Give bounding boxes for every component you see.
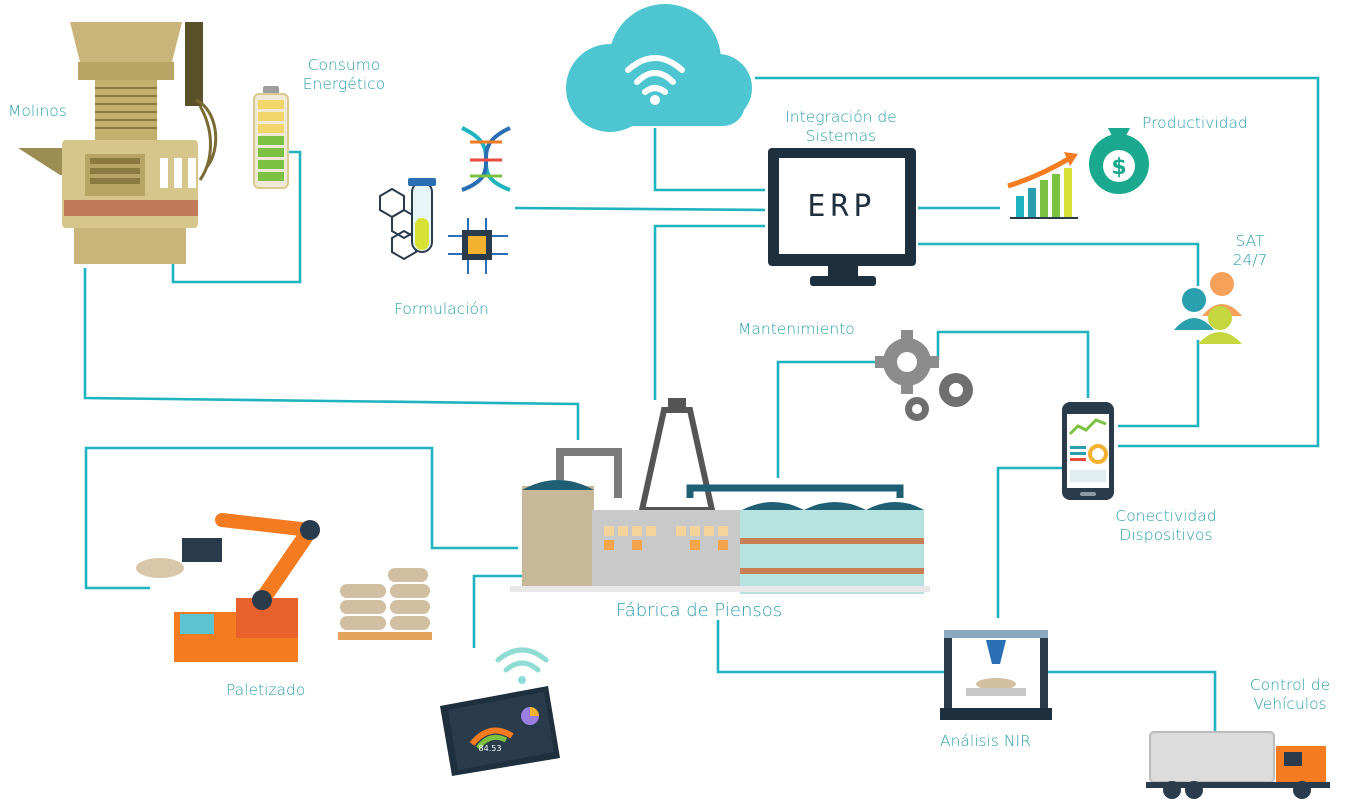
erp-screen-text: ERP bbox=[807, 189, 876, 224]
growth-chart-icon bbox=[1007, 152, 1078, 219]
nir-analyzer-icon bbox=[940, 630, 1052, 720]
sat-line2: 24/7 bbox=[1232, 251, 1268, 269]
wifi-icon bbox=[495, 647, 549, 684]
conectividad-dispositivos-label: Conectividad Dispositivos bbox=[1096, 507, 1236, 545]
molinos-label: Molinos bbox=[8, 102, 67, 120]
conectividad-line1: Conectividad bbox=[1115, 507, 1217, 525]
conectividad-line2: Dispositivos bbox=[1119, 526, 1213, 544]
fabrica-label: Fábrica de Piensos bbox=[616, 600, 783, 621]
svg-text:$: $ bbox=[1111, 155, 1126, 180]
chip-icon bbox=[448, 218, 508, 274]
tablet-dashboard-icon bbox=[440, 686, 560, 776]
control-line2: Vehículos bbox=[1253, 695, 1327, 713]
integracion-line1: Integración de bbox=[785, 108, 897, 126]
consumo-line1: Consumo bbox=[307, 56, 381, 74]
sat-label: SAT 24/7 bbox=[1220, 232, 1280, 270]
robot-arm-icon bbox=[136, 513, 320, 662]
integracion-line2: Sistemas bbox=[805, 127, 877, 145]
tablet-value-text: 84.53 bbox=[479, 744, 502, 753]
mill-machine-icon bbox=[18, 22, 218, 264]
gears-icon bbox=[875, 330, 973, 421]
consumo-energetico-label: Consumo Energético bbox=[284, 56, 404, 94]
control-vehiculos-label: Control de Vehículos bbox=[1232, 676, 1348, 714]
dna-icon bbox=[461, 126, 511, 192]
feed-factory-icon bbox=[510, 398, 930, 594]
cloud-wifi-icon bbox=[566, 4, 752, 132]
consumo-line2: Energético bbox=[302, 75, 386, 93]
control-line1: Control de bbox=[1249, 676, 1331, 694]
formulacion-label: Formulación bbox=[394, 300, 489, 318]
connector-lines bbox=[83, 76, 1320, 732]
support-team-icon bbox=[1174, 272, 1242, 344]
paletizado-label: Paletizado bbox=[226, 681, 306, 699]
sat-line1: SAT bbox=[1235, 232, 1265, 250]
money-bag-icon: $ bbox=[1089, 128, 1149, 194]
truck-icon bbox=[1146, 731, 1330, 799]
smartphone-icon bbox=[1062, 402, 1114, 500]
integracion-sistemas-label: Integración de Sistemas bbox=[756, 108, 926, 146]
erp-monitor-icon bbox=[768, 148, 916, 286]
productividad-label: Productividad bbox=[1142, 114, 1248, 132]
analisis-nir-label: Análisis NIR bbox=[940, 732, 1031, 750]
sack-pallet-icon bbox=[338, 568, 432, 640]
battery-icon bbox=[253, 86, 289, 189]
mantenimiento-label: Mantenimiento bbox=[738, 320, 855, 338]
lab-flask-icon bbox=[379, 178, 436, 261]
